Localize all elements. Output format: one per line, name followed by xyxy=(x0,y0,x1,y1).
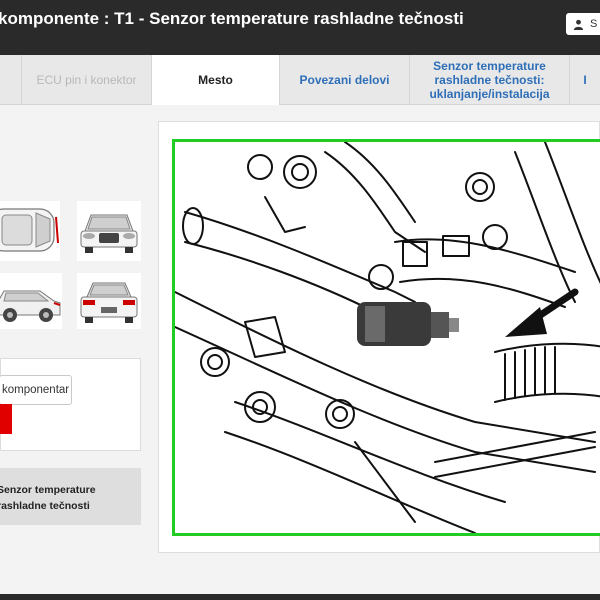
bottom-bar xyxy=(0,594,600,600)
tab-more[interactable]: I xyxy=(583,72,587,87)
tab-removal-installation[interactable]: Senzor temperature rashladne tečnosti: u… xyxy=(410,55,570,104)
car-front-view-icon xyxy=(80,214,138,253)
tab-ecu-pin-connector[interactable]: ECU pin i konektor xyxy=(22,55,152,104)
selected-component-text: Senzor temperature rashladne tečnosti xyxy=(0,484,96,512)
car-rear-view[interactable] xyxy=(77,273,141,329)
car-rear-view-icon xyxy=(80,282,138,323)
car-side-view-icon xyxy=(0,290,61,322)
tab-label: Senzor temperature rashladne tečnosti: u… xyxy=(429,58,550,101)
component-button-label: komponentar xyxy=(2,384,70,396)
tab-label: ECU pin i konektor xyxy=(36,72,137,87)
tab-label: Povezani delovi xyxy=(299,72,390,87)
title-bar: komponente : T1 - Senzor temperature ras… xyxy=(0,0,600,55)
component-button[interactable]: komponentar xyxy=(0,375,72,405)
tab-label: Mesto xyxy=(198,73,233,87)
tab-related-parts[interactable]: Povezani delovi xyxy=(280,55,410,104)
selected-component-label: Senzor temperature rashladne tečnosti xyxy=(0,482,141,514)
selected-component-panel: Senzor temperature rashladne tečnosti xyxy=(0,468,141,525)
user-button-label: S xyxy=(590,18,598,30)
tab-stub[interactable] xyxy=(0,55,22,104)
page-title: komponente : T1 - Senzor temperature ras… xyxy=(0,9,464,28)
car-side-view[interactable] xyxy=(0,273,62,329)
user-icon xyxy=(573,19,584,30)
coolant-temperature-sensor xyxy=(357,264,459,346)
pointer-arrow-icon xyxy=(505,288,579,337)
tab-location[interactable]: Mesto xyxy=(152,55,280,105)
car-top-view-icon xyxy=(0,208,59,252)
car-top-view[interactable] xyxy=(0,201,60,261)
red-action-button[interactable] xyxy=(0,404,12,434)
component-panel: komponentar xyxy=(0,358,141,451)
component-location-diagram xyxy=(172,139,600,536)
left-panel xyxy=(0,105,150,555)
car-front-view[interactable] xyxy=(77,201,141,261)
user-button[interactable]: S xyxy=(566,13,600,35)
engine-line-drawing xyxy=(175,142,600,533)
tab-bar: ECU pin i konektor Mesto Povezani delovi… xyxy=(0,55,600,105)
